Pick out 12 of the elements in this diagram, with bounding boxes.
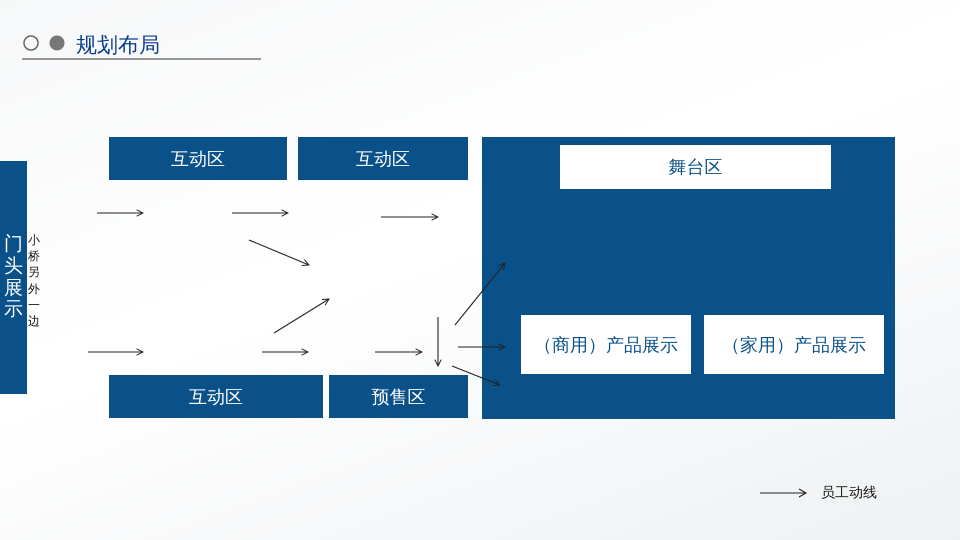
page-title: 规划布局 — [76, 32, 160, 59]
zone-area — [482, 137, 895, 419]
side-note: 小桥另外一边 — [28, 232, 41, 330]
legend-text: 员工动线 — [821, 484, 877, 502]
zone-box: 门头展示 — [0, 161, 27, 394]
zone-box: 互动区 — [109, 137, 287, 180]
zone-box: 互动区 — [109, 375, 323, 418]
zone-box: （家用）产品展示 — [704, 315, 884, 374]
zone-box: 舞台区 — [560, 145, 831, 189]
zone-box: 预售区 — [329, 375, 468, 418]
zone-box: （商用）产品展示 — [521, 315, 691, 374]
zone-box: 互动区 — [298, 137, 468, 180]
